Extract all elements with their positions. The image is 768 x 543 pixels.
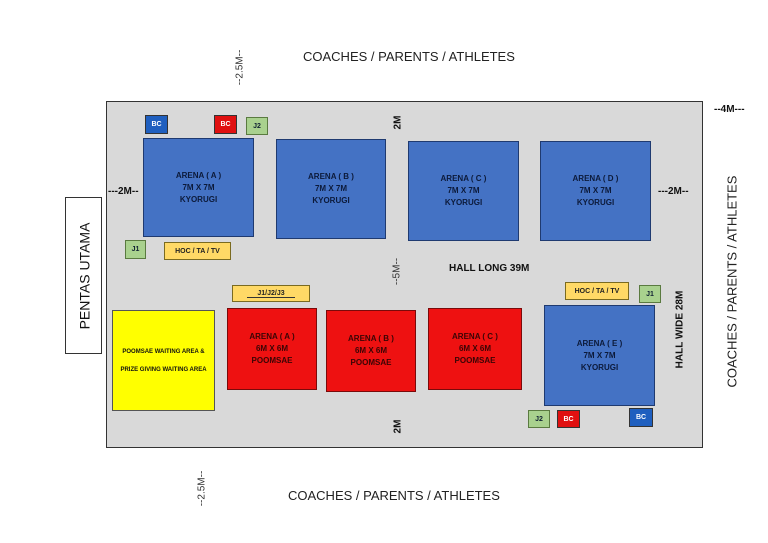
hall-long-label: HALL LONG 39M xyxy=(449,263,530,274)
arena-size: 7M X 7M xyxy=(583,350,616,360)
arena-name: ARENA ( E ) xyxy=(576,338,623,348)
arena-size: 6M X 6M xyxy=(255,344,288,353)
j2-marker-e: J2 xyxy=(528,410,550,428)
arena-name: ARENA ( C ) xyxy=(452,332,498,341)
hoc-ta-tv-box-e: HOC / TA / TV xyxy=(565,282,629,300)
waiting-area-line1: POOMSAE WAITING AREA & xyxy=(122,348,205,355)
arena-name: ARENA ( B ) xyxy=(348,334,394,343)
j1-marker-a: J1 xyxy=(125,240,146,259)
arena-size: 7M X 7M xyxy=(579,186,612,195)
arena-type: KYORUGI xyxy=(444,198,483,207)
arena-name: ARENA ( C ) xyxy=(440,174,487,183)
judges-label: J1/J2/J3 xyxy=(247,290,295,298)
bc-marker-blue-a: BC xyxy=(145,115,168,134)
bc-marker-blue-e: BC xyxy=(629,408,653,427)
arena-type: POOMSAE xyxy=(454,356,496,365)
bc-marker-red-e: BC xyxy=(557,410,580,428)
poomsae-arena-c: ARENA ( C ) 6M X 6M POOMSAE xyxy=(428,308,522,390)
arena-type: POOMSAE xyxy=(251,356,293,365)
kyorugi-arena-d: ARENA ( D ) 7M X 7M KYORUGI xyxy=(540,141,651,241)
hall-wide-label: HALL WIDE 28M xyxy=(674,290,686,369)
poomsae-judges-box: J1/J2/J3 xyxy=(232,285,310,302)
kyorugi-arena-a: ARENA ( A ) 7M X 7M KYORUGI xyxy=(143,138,254,237)
arena-name: ARENA ( A ) xyxy=(175,170,222,180)
kyorugi-arena-c: ARENA ( C ) 7M X 7M KYORUGI xyxy=(408,141,519,241)
kyorugi-arena-b: ARENA ( B ) 7M X 7M KYORUGI xyxy=(276,139,386,239)
arena-type: KYORUGI xyxy=(580,362,619,372)
right-dimension-4m: --4M--- xyxy=(714,104,745,115)
arena-type: KYORUGI xyxy=(576,198,615,207)
top-dimension-2-5m: --2.5M-- xyxy=(234,49,246,86)
j2-marker-a: J2 xyxy=(246,117,268,135)
hoc-ta-tv-box-a: HOC / TA / TV xyxy=(164,242,231,260)
arena-name: ARENA ( A ) xyxy=(249,332,295,341)
poomsae-waiting-area: POOMSAE WAITING AREA & PRIZE GIVING WAIT… xyxy=(112,310,215,411)
bottom-dimension-2-5m: --2.5M-- xyxy=(196,470,208,507)
gap-middle-5m: --5M-- xyxy=(391,257,403,286)
arena-size: 7M X 7M xyxy=(447,186,480,195)
arena-type: POOMSAE xyxy=(350,358,392,367)
gap-right-2m: ---2M-- xyxy=(658,186,689,197)
arena-name: ARENA ( B ) xyxy=(308,172,354,181)
kyorugi-arena-e: ARENA ( E ) 7M X 7M KYORUGI xyxy=(544,305,655,406)
bottom-spectator-label: COACHES / PARENTS / ATHLETES xyxy=(288,488,500,503)
poomsae-arena-b: ARENA ( B ) 6M X 6M POOMSAE xyxy=(326,310,416,392)
arena-size: 7M X 7M xyxy=(182,182,215,192)
poomsae-arena-a: ARENA ( A ) 6M X 6M POOMSAE xyxy=(227,308,317,390)
arena-size: 7M X 7M xyxy=(314,184,347,193)
arena-size: 6M X 6M xyxy=(354,346,387,355)
arena-type: KYORUGI xyxy=(312,196,350,205)
gap-left-2m: ---2M-- xyxy=(108,186,139,197)
gap-top-2m: 2M xyxy=(392,115,404,130)
arena-name: ARENA ( D ) xyxy=(572,174,619,183)
arena-type: KYORUGI xyxy=(179,194,218,204)
right-spectator-label: COACHES / PARENTS / ATHLETES xyxy=(724,175,740,388)
arena-size: 6M X 6M xyxy=(458,344,491,353)
waiting-area-line2: PRIZE GIVING WAITING AREA xyxy=(120,366,207,373)
stage-label: PENTAS UTAMA xyxy=(76,222,93,330)
j1-marker-e: J1 xyxy=(639,285,661,303)
top-spectator-label: COACHES / PARENTS / ATHLETES xyxy=(303,49,515,64)
stage-pentas-utama: PENTAS UTAMA xyxy=(65,197,102,354)
gap-bottom-2m: 2M xyxy=(392,419,404,434)
bc-marker-red-a: BC xyxy=(214,115,237,134)
